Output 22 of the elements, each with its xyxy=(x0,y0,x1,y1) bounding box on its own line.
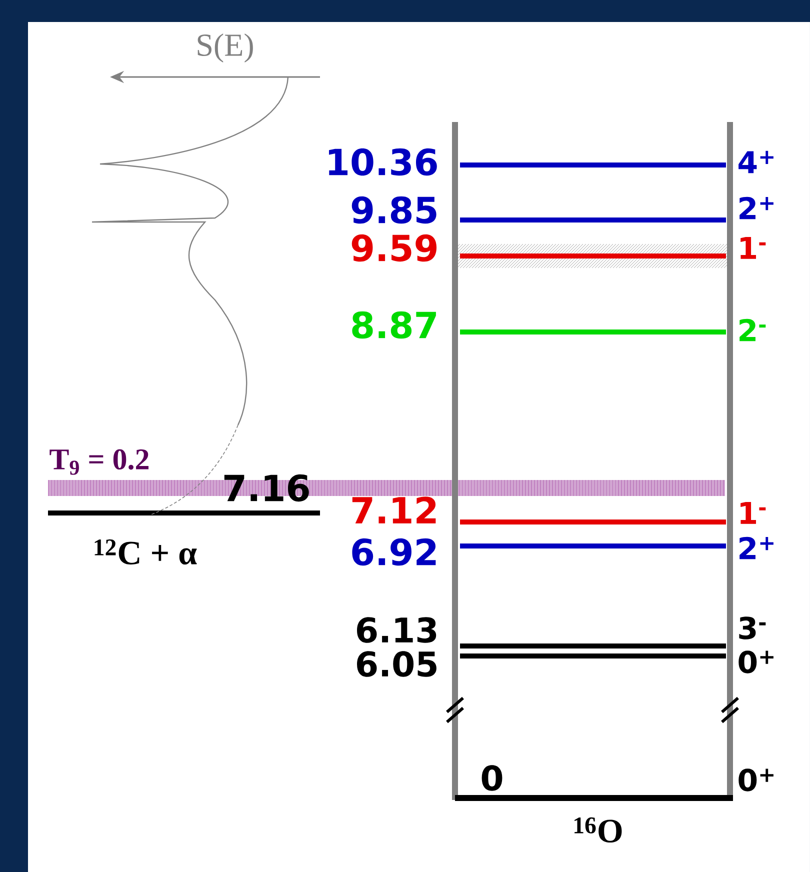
reaction-channel-label: $^{12}$C + α xyxy=(94,539,197,565)
energy-value: 6.13 xyxy=(357,617,436,643)
spin-parity: 2$^{+}$ xyxy=(740,536,774,560)
energy-value: 9.59 xyxy=(352,234,436,262)
temperature-label: T$_{9}$ = 0.2 xyxy=(50,449,148,475)
spin-parity: 2$^{+}$ xyxy=(740,196,774,220)
spin-parity: 0$^{+}$ xyxy=(738,650,774,674)
spin-parity: 4$^{+}$ xyxy=(738,150,774,174)
energy-value: 0 xyxy=(482,765,502,791)
spin-parity: 3$^{-}$ xyxy=(739,616,766,640)
energy-value: 10.36 xyxy=(329,148,437,176)
spin-parity: 0$^{+}$ xyxy=(738,768,774,792)
energy-value: 8.87 xyxy=(352,311,436,339)
energy-value: 9.85 xyxy=(352,196,436,224)
energy-value: 6.92 xyxy=(352,538,436,566)
energy-value: 6.05 xyxy=(357,651,436,677)
spin-parity: 1$^{-}$ xyxy=(740,237,766,259)
nucleus-label: $^{16}$O xyxy=(574,817,622,843)
axis-title: S(E) xyxy=(198,34,253,62)
threshold-value: 7.16 xyxy=(224,474,309,502)
spin-parity: 2$^{-}$ xyxy=(740,318,766,342)
spin-parity: 1$^{-}$ xyxy=(740,502,766,524)
